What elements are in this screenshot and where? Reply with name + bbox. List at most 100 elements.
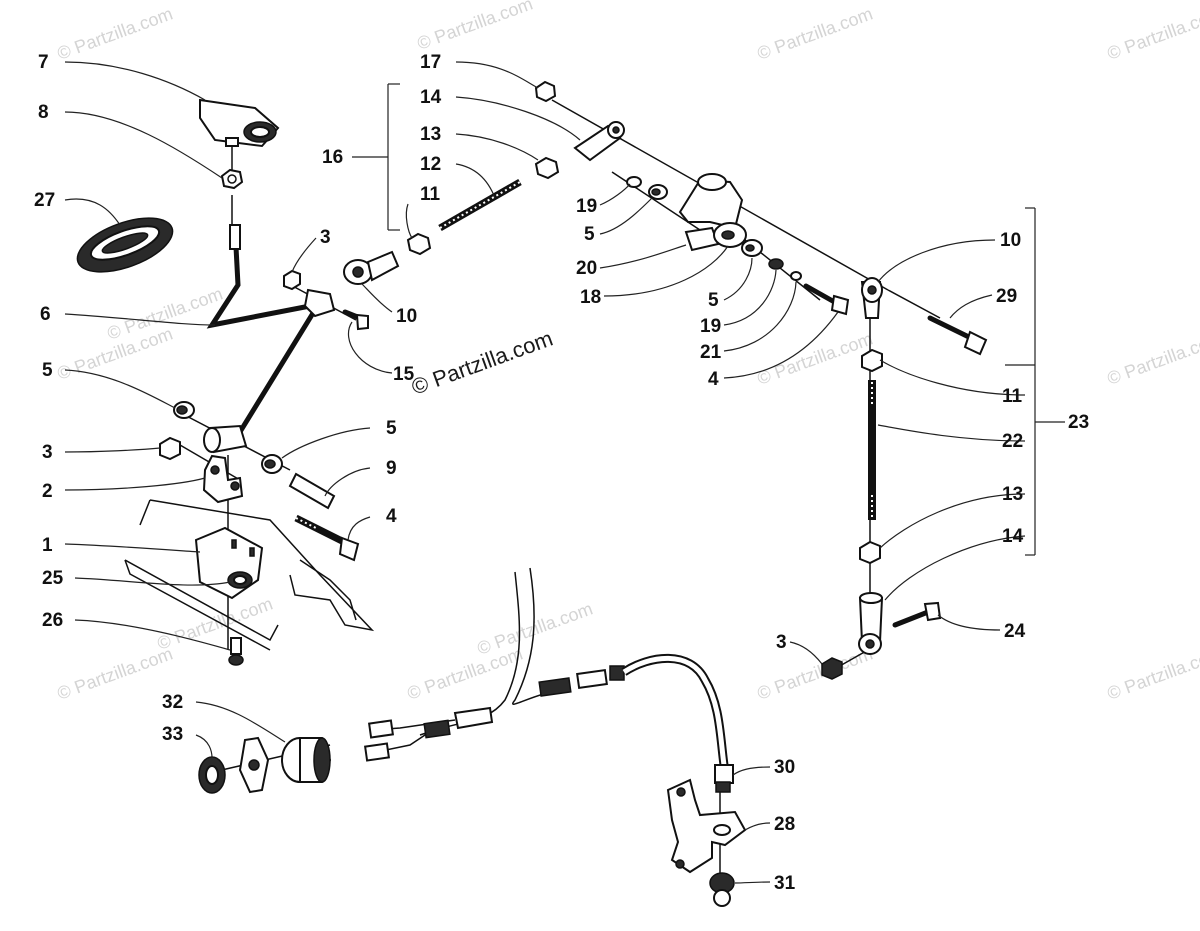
- bolt-part: [294, 514, 360, 562]
- nut-part: [159, 436, 181, 461]
- callout-4: 4: [708, 369, 719, 390]
- control-cable-part: [621, 653, 734, 793]
- rod-end-part: [858, 592, 884, 655]
- callout-5: 5: [584, 224, 595, 245]
- watermark-text: © Partzilla.com: [475, 598, 596, 658]
- callout-15: 15: [393, 364, 415, 385]
- leader-lines: [64, 61, 1065, 884]
- switch-part: [281, 737, 332, 783]
- callout-19: 19: [576, 196, 597, 217]
- nut-part: [283, 269, 301, 291]
- watermark-text: © Partzilla.com: [1105, 328, 1200, 388]
- callout-3: 3: [42, 442, 53, 463]
- callout-21: 21: [700, 342, 722, 363]
- bolt-part: [892, 601, 942, 628]
- watermark-text: © Partzilla.com: [415, 0, 536, 54]
- bolt-part: [927, 315, 988, 356]
- callout-11: 11: [420, 184, 441, 205]
- wiring-harness-part: [364, 567, 625, 762]
- washer-part: [790, 271, 802, 281]
- callout-7: 7: [38, 52, 49, 73]
- bolt-part: [342, 309, 369, 331]
- callout-11: 11: [1002, 386, 1023, 407]
- callout-33: 33: [162, 724, 183, 745]
- shift-knob-part: [199, 98, 280, 148]
- callout-6: 6: [40, 304, 51, 325]
- pivot-bracket-part: [678, 173, 747, 248]
- lever-bracket-part: [202, 454, 244, 504]
- washer-part: [626, 176, 642, 188]
- watermark-text: © Partzilla.com: [1105, 3, 1200, 63]
- callout-18: 18: [580, 287, 601, 308]
- callout-10: 10: [396, 306, 417, 327]
- watermark-text: © Partzilla.com: [755, 3, 876, 63]
- mount-frame-part: [124, 499, 375, 651]
- callout-3: 3: [776, 632, 787, 653]
- callout-3: 3: [320, 227, 331, 248]
- callout-13: 13: [420, 124, 441, 145]
- bushing-part: [648, 184, 668, 200]
- rod-end-part: [573, 121, 625, 162]
- callout-30: 30: [774, 757, 795, 778]
- callout-29: 29: [996, 286, 1017, 307]
- callout-22: 22: [1002, 431, 1023, 452]
- callout-5: 5: [386, 418, 397, 439]
- nut-part: [534, 80, 557, 103]
- callout-12: 12: [420, 154, 441, 175]
- callout-20: 20: [576, 258, 597, 279]
- callout-28: 28: [774, 814, 795, 835]
- callout-1: 1: [42, 535, 53, 556]
- threaded-rod-part: [438, 178, 522, 232]
- watermark-text: © Partzilla.com: [755, 328, 876, 388]
- nut-part: [861, 348, 883, 373]
- bushing-part: [261, 454, 283, 474]
- callout-2: 2: [42, 481, 53, 502]
- watermark-text: © Partzilla.com: [1105, 643, 1200, 703]
- callout-26: 26: [42, 610, 63, 631]
- bolt-part: [803, 283, 850, 316]
- nut-part: [821, 657, 843, 680]
- nut-part: [534, 156, 560, 180]
- bushing-part: [741, 239, 763, 257]
- callout-31: 31: [774, 873, 796, 894]
- callout-labels: 7 8 27 6 5 3 2 1 25 26 32 33 17 14 13 16…: [34, 52, 1089, 894]
- rod-end-part: [860, 277, 883, 319]
- washer-part: [768, 258, 784, 270]
- nut-part: [859, 540, 881, 565]
- callout-13: 13: [1002, 484, 1023, 505]
- callout-4: 4: [386, 506, 397, 527]
- cable-bracket-part: [666, 778, 747, 874]
- spacer-part: [288, 472, 336, 510]
- shift-lever-part: [206, 224, 336, 443]
- bushing-part: [173, 401, 195, 419]
- callout-14: 14: [420, 87, 442, 108]
- callout-32: 32: [162, 692, 183, 713]
- cable-nut-part: [709, 872, 735, 907]
- callout-5: 5: [708, 290, 719, 311]
- watermark-text: © Partzilla.com: [155, 593, 276, 653]
- lock-washer-part: [238, 736, 270, 794]
- watermark-text: © Partzilla.com: [755, 643, 876, 703]
- screw-part: [228, 637, 244, 666]
- callout-23: 23: [1068, 412, 1089, 433]
- pivot-tube-part: [203, 424, 248, 454]
- callout-14: 14: [1002, 526, 1024, 547]
- rod-end-part: [343, 250, 400, 285]
- callout-17: 17: [420, 52, 441, 73]
- callout-10: 10: [1000, 230, 1021, 251]
- watermark-text: © Partzilla.com: [55, 3, 176, 63]
- callout-19: 19: [700, 316, 721, 337]
- callout-25: 25: [42, 568, 64, 589]
- callout-27: 27: [34, 190, 55, 211]
- watermark-main: © Partzilla.com: [408, 326, 556, 400]
- callout-8: 8: [38, 102, 49, 123]
- callout-16: 16: [322, 147, 343, 168]
- nut-part: [406, 232, 432, 256]
- callout-5: 5: [42, 360, 53, 381]
- callout-24: 24: [1004, 621, 1026, 642]
- watermark-text: © Partzilla.com: [55, 643, 176, 703]
- boot-grommet-part: [76, 217, 174, 273]
- callout-9: 9: [386, 458, 397, 479]
- jam-nut-part: [220, 168, 244, 190]
